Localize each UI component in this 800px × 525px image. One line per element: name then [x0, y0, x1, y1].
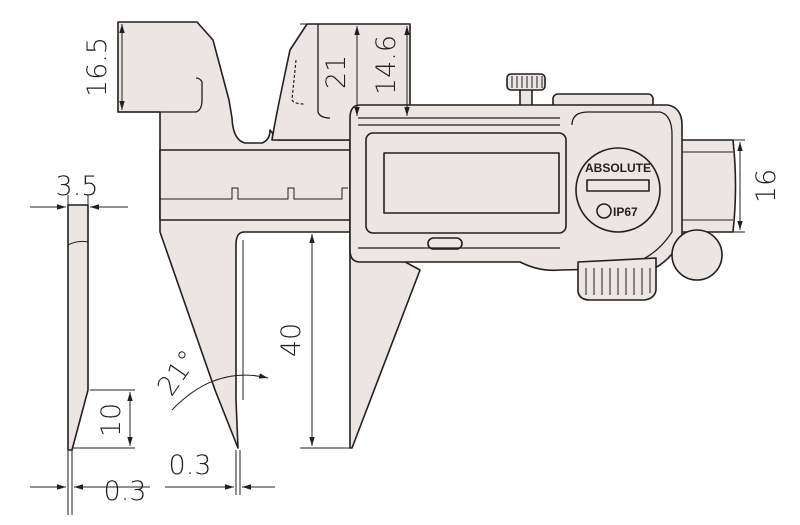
dim-10: 10 [96, 403, 127, 437]
dim-14-6: 14.6 [371, 35, 402, 95]
lock-knob[interactable] [506, 73, 546, 107]
dim-21: 21 [321, 55, 352, 89]
movable-lower-jaw [349, 231, 421, 449]
dim-3-5: 3.5 [56, 171, 99, 202]
blade-side-view [67, 204, 89, 451]
beam [159, 149, 351, 221]
thumb-grip[interactable] [577, 257, 657, 301]
ip-rating: IP67 [613, 205, 638, 219]
dim-0-3-front: 0.3 [169, 450, 212, 481]
dim-16-5: 16.5 [82, 37, 113, 97]
lcd-screen [383, 152, 560, 214]
dim-0-3-side: 0.3 [104, 476, 147, 507]
dim-angle-21: 21° [152, 345, 205, 402]
fixed-jaw [117, 21, 351, 449]
brand-logo: ABSOLUTE [585, 161, 651, 175]
dim-40: 40 [276, 323, 307, 357]
slot [427, 237, 463, 250]
fine-adjust-roller[interactable] [671, 229, 723, 281]
dim-16: 16 [751, 169, 782, 203]
